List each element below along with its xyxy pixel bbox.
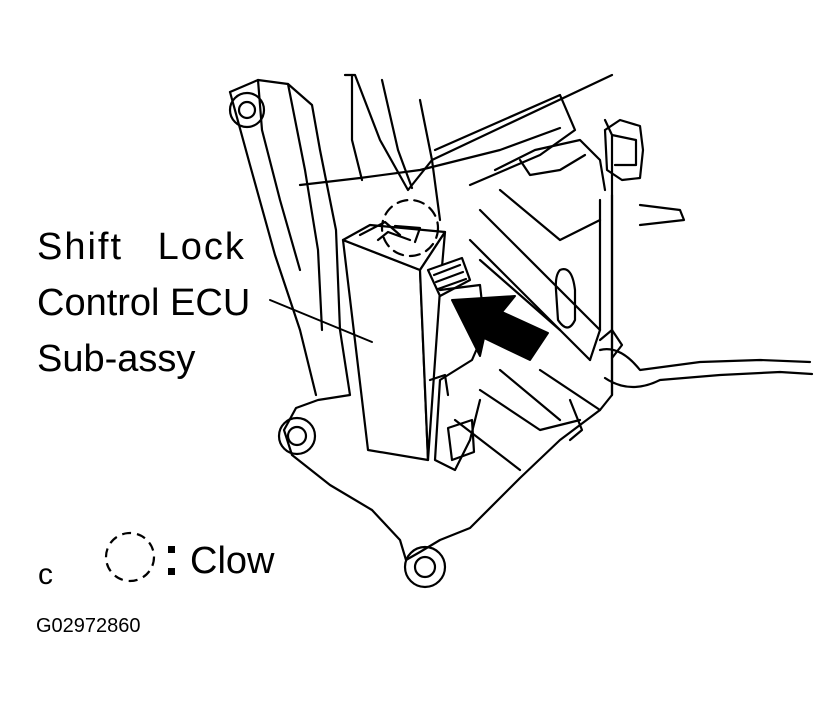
bracket-outline: [228, 78, 614, 562]
slot-right: [554, 268, 577, 329]
mount-hole-lower-left: [277, 416, 317, 456]
bracket-top-rail: [228, 90, 318, 397]
wire-harness: [598, 348, 812, 372]
callout-label-line-1: Shift Lock: [37, 226, 246, 268]
direction-arrow: [451, 295, 549, 361]
legend-colon-dot-bottom: [168, 568, 175, 575]
mount-hole-bottom: [403, 545, 447, 589]
claw-indicator: [380, 198, 440, 258]
connector-clip: [603, 118, 645, 182]
callout-label-line-3: Sub-assy: [37, 338, 196, 380]
top-housing: [343, 73, 614, 192]
legend-colon-dot-top: [168, 546, 175, 553]
figure-code: G02972860: [36, 615, 141, 637]
ecu-box-front: [341, 238, 430, 462]
legend-dashed-circle-icon: [104, 531, 156, 583]
mount-hole-upper-left: [228, 91, 266, 129]
legend-letter: c: [38, 558, 53, 591]
legend-text: Clow: [190, 540, 275, 582]
panel-slot: [446, 418, 476, 462]
leader-line: [269, 299, 373, 343]
callout-label-line-2: Control ECU: [37, 282, 251, 324]
